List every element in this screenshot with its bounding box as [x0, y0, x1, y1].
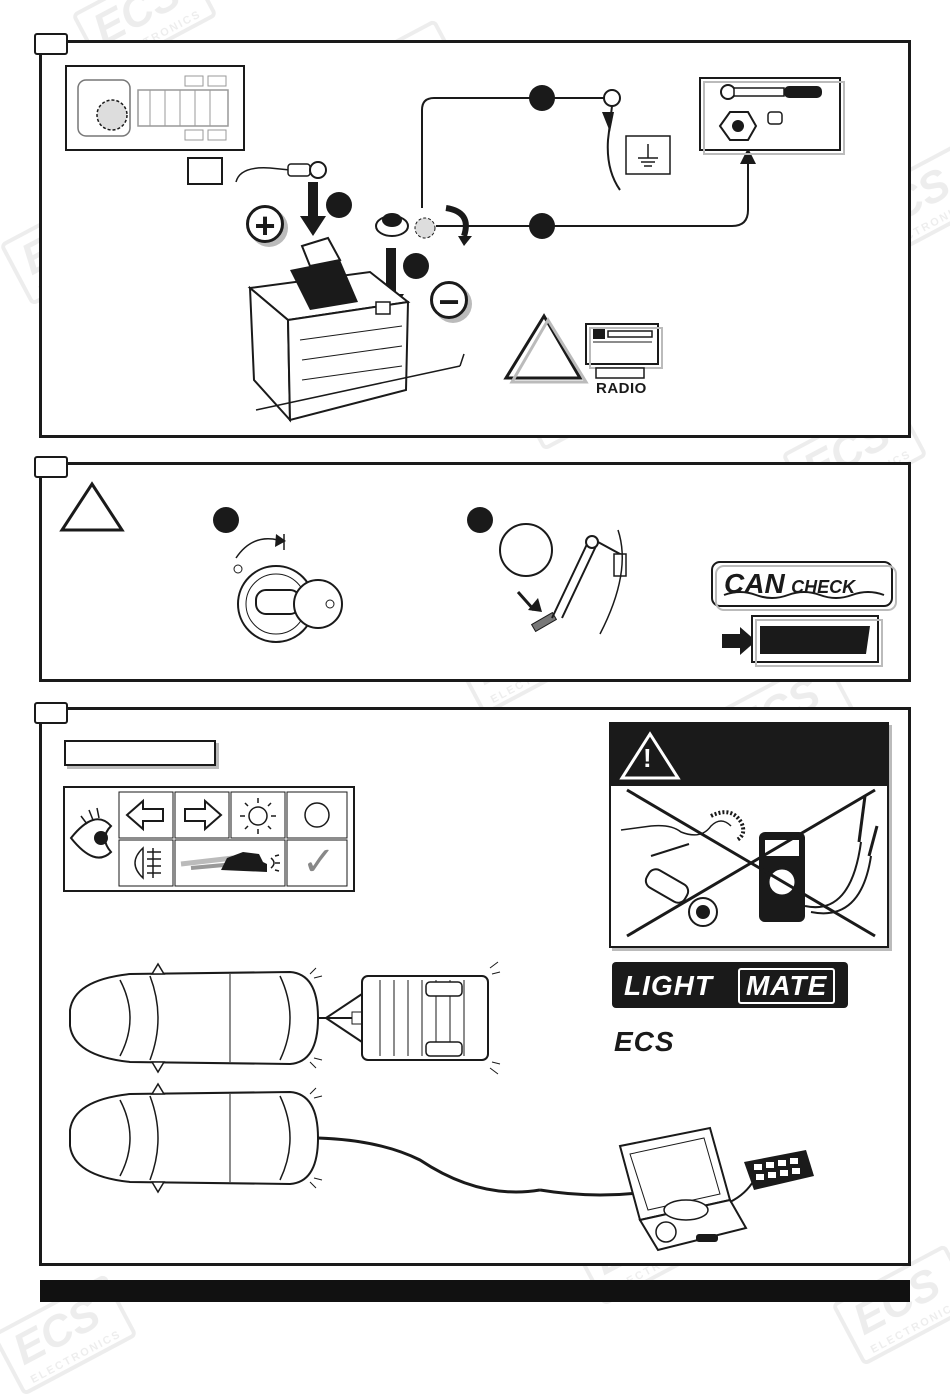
trailer-top-view: [362, 962, 500, 1074]
warning-triangle-icon: [62, 484, 122, 530]
ground-icon: [626, 136, 670, 174]
lightmate-logo: LIGHT MATE: [612, 962, 848, 1008]
step-number-dot: [529, 85, 555, 111]
test-lamp-icon: [621, 812, 743, 926]
car-radio-icon: [586, 324, 662, 378]
step-number-dot: [326, 192, 352, 218]
check-mark: ✓: [302, 842, 336, 882]
lightmate-mate: MATE: [738, 968, 835, 1004]
plus-symbol-text: +: [254, 205, 275, 246]
battery-icon: [250, 238, 464, 420]
tow-bar: [318, 994, 362, 1042]
result-arrow-icon: [722, 627, 756, 655]
minus-symbol: −: [430, 281, 468, 319]
minus-symbol-text: −: [438, 281, 459, 322]
step-number-dot: [213, 507, 239, 533]
warning-triangle-icon: [506, 316, 586, 382]
step-number-dot: [467, 507, 493, 533]
result-display: [752, 616, 882, 666]
radio-label: RADIO: [596, 380, 647, 397]
test-case-icon: [620, 1128, 746, 1250]
step3-tab: [34, 702, 68, 724]
brake-pedal-icon: [500, 524, 626, 634]
vehicle-location-diagram: [66, 66, 244, 150]
can-check-can: CAN: [724, 568, 785, 599]
can-check-check: CHECK: [791, 577, 855, 597]
warning-mark: !: [643, 744, 652, 772]
ring-terminal-icon: [288, 162, 326, 178]
can-check-title: CAN CHECK: [724, 568, 855, 600]
lightmate-light: LIGHT: [624, 970, 713, 1002]
vehicle-trailer-diagram: [60, 960, 540, 1220]
label-field: [64, 740, 216, 766]
light-off-icon: [305, 803, 329, 827]
test-cable: [318, 1138, 540, 1192]
test-case-diagram: [540, 1110, 840, 1260]
plus-symbol: +: [246, 205, 284, 243]
ecs-logo: ECS: [614, 1028, 675, 1056]
car-top-view-2: [70, 1084, 322, 1192]
eye-icon: [71, 808, 111, 858]
step-number-dot: [403, 253, 429, 279]
step1-illustration: [40, 40, 910, 438]
label-box: [188, 158, 222, 184]
car-top-view: [70, 964, 322, 1072]
controller-icon: [744, 1150, 814, 1190]
ignition-key-icon: [234, 534, 342, 642]
step-number-dot: [529, 213, 555, 239]
prohibited-tools: [611, 786, 887, 946]
ground-lead: [602, 90, 620, 190]
footer-bar: [40, 1280, 910, 1302]
